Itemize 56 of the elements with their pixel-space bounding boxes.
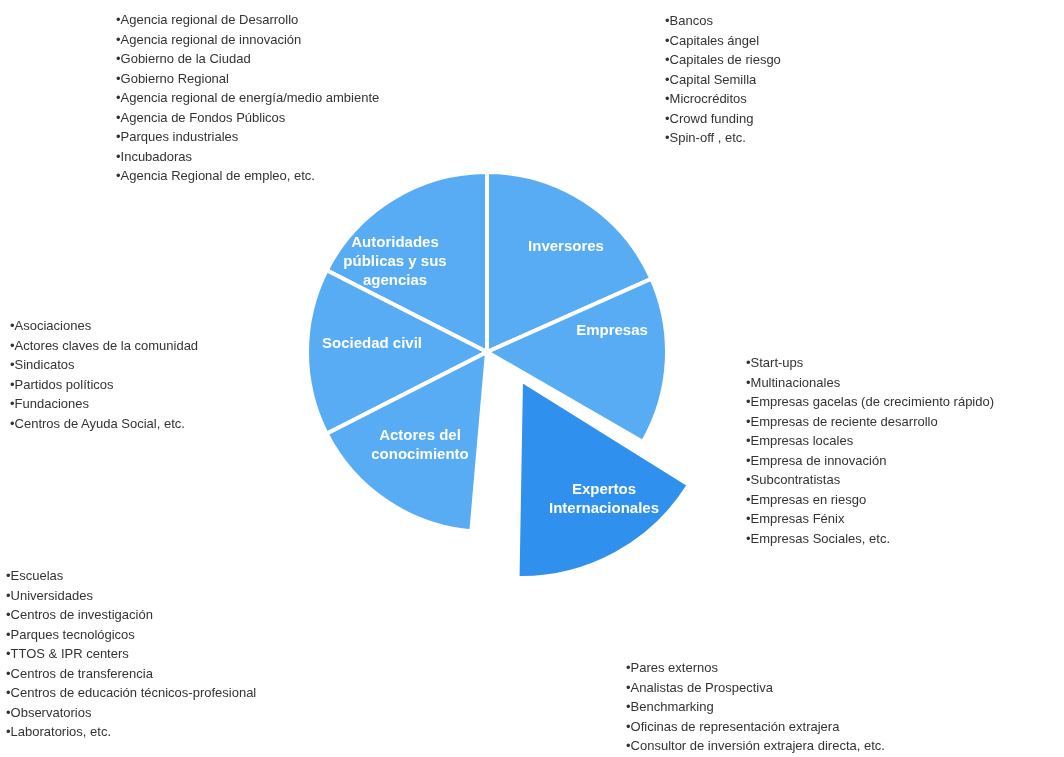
list-item: •Agencia regional de Desarrollo bbox=[116, 11, 300, 29]
pie-sector bbox=[487, 172, 652, 352]
list-item: •Empresa de innovación bbox=[746, 451, 888, 470]
list-item: •Centros de educación técnicos-profesional bbox=[6, 684, 257, 702]
list-item: •Empresas gacelas (de crecimiento rápido) bbox=[746, 393, 995, 411]
list-item: •Subcontratistas bbox=[746, 471, 842, 489]
list-item: •Capitales de riesgo bbox=[665, 51, 781, 69]
list-item: •TTOS & IPR centers bbox=[6, 645, 130, 663]
list-item: •Fundaciones bbox=[10, 395, 90, 413]
list-item: •Escuelas bbox=[6, 567, 65, 585]
list-item: •Empresas de reciente desarrollo bbox=[746, 412, 939, 431]
sector-label: Inversores bbox=[527, 236, 605, 255]
list-item: •Microcréditos bbox=[665, 90, 748, 108]
sector-label: Actores del conocimiento bbox=[370, 425, 470, 463]
list-item: •Parques tecnológicos bbox=[6, 625, 136, 644]
list-item: •Agencia regional de energía/medio ambiente bbox=[116, 89, 380, 107]
list-item: •Consultor de inversión extrajera directa, etc. bbox=[626, 737, 885, 755]
list-item: •Benchmarking bbox=[626, 698, 715, 716]
list-item: •Laboratorios, etc. bbox=[6, 723, 112, 741]
list-item: •Capital Semilla bbox=[665, 70, 758, 89]
list-item: •Parques industriales bbox=[116, 128, 240, 146]
list-item: •Agencia regional de innovación bbox=[116, 30, 303, 49]
list-item: •Capitales ángel bbox=[665, 31, 761, 50]
list-item: •Analistas de Prospectiva bbox=[626, 678, 774, 697]
pie-sector bbox=[326, 352, 487, 532]
list-item: •Centros de investigación bbox=[6, 606, 154, 624]
list-item: •Sindicatos bbox=[10, 356, 76, 374]
list-item: •Gobierno Regional bbox=[116, 69, 230, 88]
list-item: •Gobierno de la Ciudad bbox=[116, 50, 252, 68]
list-item: •Bancos bbox=[665, 12, 714, 30]
list-item: •Oficinas de representación extrajera bbox=[626, 717, 841, 736]
list-item: •Spin-off , etc. bbox=[665, 129, 747, 147]
list-item: •Centros de transferencia bbox=[6, 664, 154, 683]
list-item: •Observatorios bbox=[6, 703, 93, 722]
list-item: •Empresas en riesgo bbox=[746, 490, 868, 509]
sector-label: Sociedad civil bbox=[320, 333, 423, 352]
list-item: •Asociaciones bbox=[10, 317, 93, 335]
list-item: •Universidades bbox=[6, 586, 94, 605]
pie-sector bbox=[487, 278, 667, 442]
sector-label: Autoridades públicas y sus agencias bbox=[342, 232, 448, 289]
list-item: •Crowd funding bbox=[665, 109, 755, 128]
pie-sector bbox=[517, 380, 689, 578]
list-item: •Actores claves de la comunidad bbox=[10, 336, 199, 355]
list-item: •Empresas Sociales, etc. bbox=[746, 529, 891, 548]
list-item: •Multinacionales bbox=[746, 373, 842, 392]
list-item: •Partidos políticos bbox=[10, 375, 115, 394]
list-item: •Empresas Fénix bbox=[746, 510, 846, 528]
list-item: •Agencia de Fondos Públicos bbox=[116, 108, 287, 127]
list-item: •Empresas locales bbox=[746, 432, 855, 450]
list-item: •Incubadoras bbox=[116, 147, 194, 166]
list-item: •Start-ups bbox=[746, 354, 805, 372]
list-item: •Centros de Ayuda Social, etc. bbox=[10, 414, 186, 433]
sector-label: Empresas bbox=[575, 320, 649, 339]
list-item: •Agencia Regional de empleo, etc. bbox=[116, 167, 316, 185]
list-item: •Pares externos bbox=[626, 659, 719, 677]
sector-label: Expertos Internacionales bbox=[547, 479, 660, 517]
